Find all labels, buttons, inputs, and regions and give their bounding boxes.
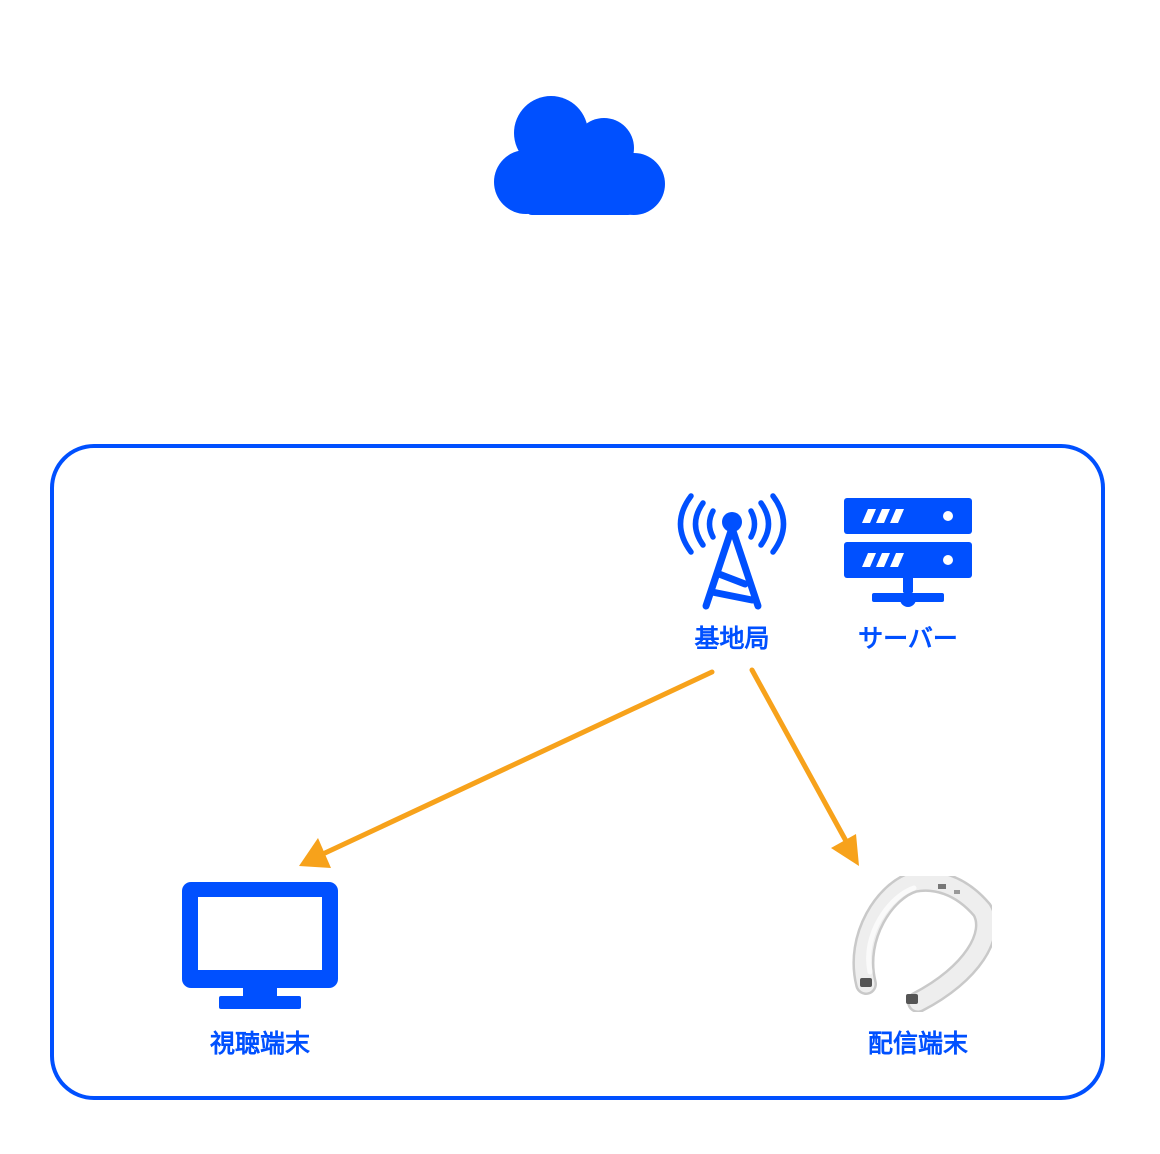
arrow-to-broadcast-terminal bbox=[749, 667, 859, 866]
antenna-tower-icon bbox=[677, 493, 787, 610]
server-label: サーバー bbox=[858, 624, 958, 653]
monitor-icon bbox=[182, 882, 338, 1009]
base-station bbox=[666, 488, 798, 612]
viewing-terminal-label: 視聴端末 bbox=[209, 1029, 311, 1058]
server bbox=[844, 498, 972, 608]
broadcast-terminal bbox=[852, 876, 992, 1012]
local-network-frame bbox=[50, 444, 1105, 1100]
viewing-terminal bbox=[182, 882, 338, 1010]
cloud bbox=[494, 96, 666, 216]
cloud-icon bbox=[494, 96, 665, 215]
server-icon bbox=[844, 498, 972, 607]
broadcast-terminal-label: 配信端末 bbox=[867, 1029, 969, 1058]
base-station-label: 基地局 bbox=[694, 624, 770, 653]
arrow-to-viewing-terminal bbox=[299, 669, 715, 868]
neckband-camera-device bbox=[852, 876, 992, 1012]
